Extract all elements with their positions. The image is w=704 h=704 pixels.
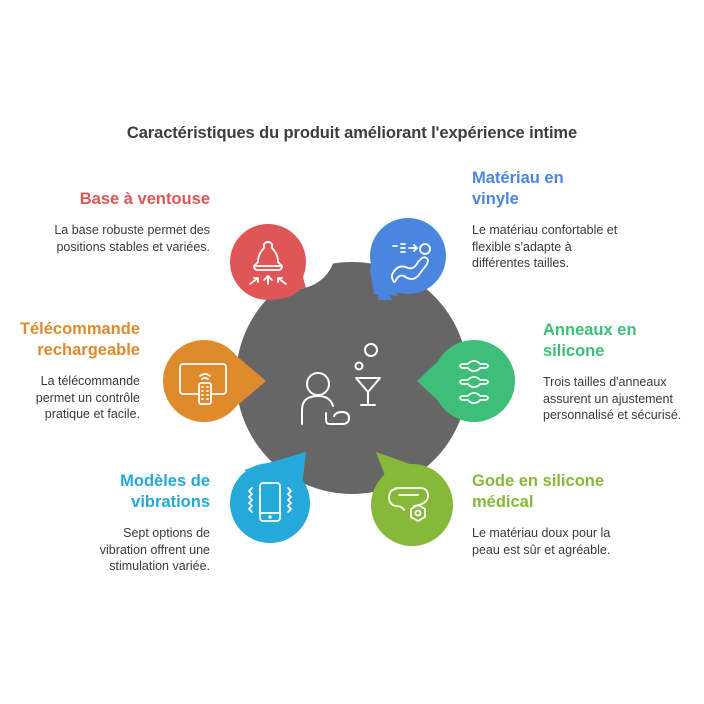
feature-description: Sept options de vibration offrent une st… bbox=[99, 526, 210, 573]
remote-control-icon bbox=[179, 363, 227, 405]
feature-title: Anneaux en silicone bbox=[543, 321, 637, 360]
pin-gode-silicone bbox=[371, 452, 453, 546]
feature-description: La base robuste permet des positions sta… bbox=[54, 223, 210, 254]
feature-anneaux-silicone: Anneaux en silicone Trois tailles d'anne… bbox=[543, 320, 693, 424]
person-with-cocktail-icon bbox=[301, 343, 381, 425]
feature-description: La télécommande permet un contrôle prati… bbox=[35, 374, 140, 421]
silicone-rings-icon bbox=[459, 360, 489, 404]
pin-materiau-vinyle bbox=[370, 218, 446, 300]
feature-materiau-vinyle: Matériau en vinyle Le matériau confortab… bbox=[472, 168, 632, 272]
page-title: Caractéristiques du produit améliorant l… bbox=[126, 124, 578, 142]
feature-description: Le matériau confortable et flexible s'ad… bbox=[472, 223, 618, 270]
feature-title: Matériau en vinyle bbox=[472, 169, 564, 208]
feature-description: Trois tailles d'anneaux assurent un ajus… bbox=[543, 375, 682, 422]
feature-title: Gode en silicone médical bbox=[472, 472, 605, 511]
flexible-material-icon bbox=[390, 243, 431, 283]
pin-telecommande bbox=[163, 340, 266, 422]
pin-base-ventouse bbox=[230, 208, 336, 300]
center-hub bbox=[236, 262, 468, 494]
pin-anneaux-silicone bbox=[417, 340, 515, 422]
feature-telecommande: Télécommande rechargeable La télécommand… bbox=[0, 319, 140, 423]
feature-gode-silicone: Gode en silicone médical Le matériau dou… bbox=[472, 471, 622, 558]
feature-modeles-vibrations: Modèles de vibrations Sept options de vi… bbox=[80, 471, 210, 575]
medical-silicone-icon bbox=[388, 487, 429, 522]
feature-title: Base à ventouse bbox=[79, 190, 210, 208]
feature-description: Le matériau doux pour la peau est sûr et… bbox=[472, 526, 611, 557]
feature-title: Télécommande rechargeable bbox=[19, 320, 140, 359]
feature-title: Modèles de vibrations bbox=[120, 472, 210, 511]
vibrating-phone-icon bbox=[248, 482, 292, 522]
feature-base-ventouse: Base à ventouse La base robuste permet d… bbox=[40, 189, 210, 255]
suction-cup-icon bbox=[249, 241, 287, 285]
pin-modeles-vibrations bbox=[230, 452, 310, 543]
